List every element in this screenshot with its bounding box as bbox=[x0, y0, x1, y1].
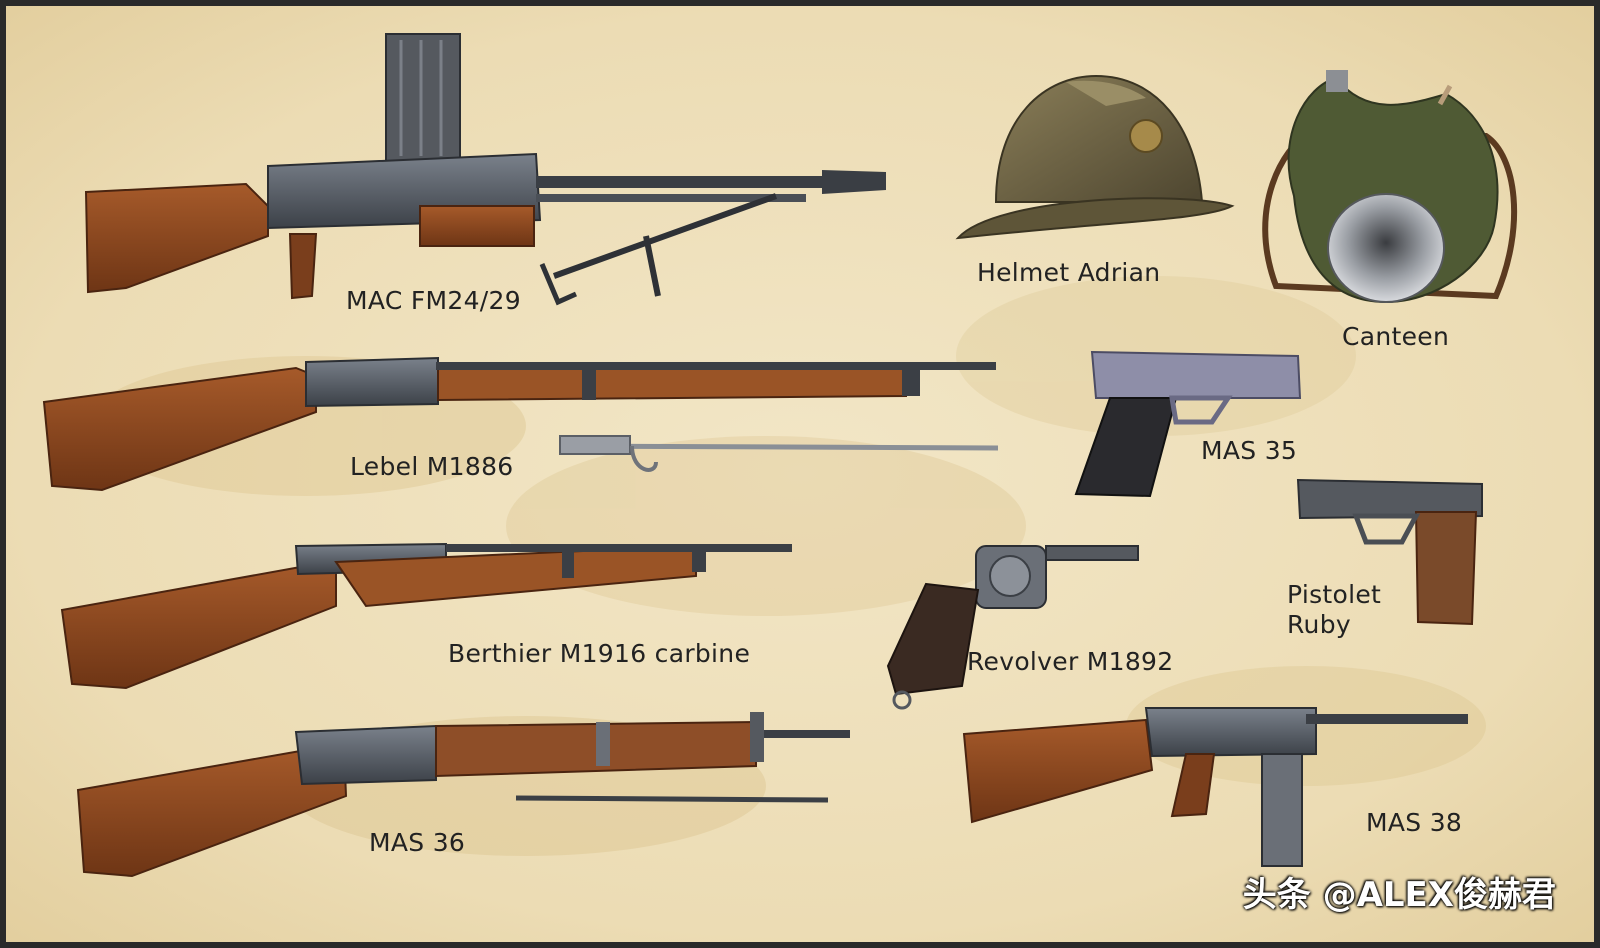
mas-38-illustration bbox=[962, 707, 1468, 867]
helmet-adrian-illustration bbox=[955, 74, 1235, 240]
label-berthier-m1916: Berthier M1916 carbine bbox=[448, 639, 751, 668]
label-mas-35: MAS 35 bbox=[1201, 436, 1298, 465]
label-canteen: Canteen bbox=[1342, 322, 1450, 351]
artwork bbox=[6, 6, 1594, 942]
label-helmet-adrian: Helmet Adrian bbox=[977, 258, 1161, 287]
label-mac-fm24-29: MAC FM24/29 bbox=[346, 286, 521, 315]
mas-36-illustration bbox=[76, 712, 850, 878]
revolver-m1892-illustration bbox=[886, 545, 1139, 710]
mac-fm24-29-illustration bbox=[84, 33, 886, 306]
canteen-illustration bbox=[1262, 70, 1518, 304]
pistolet-ruby-illustration bbox=[1296, 478, 1483, 626]
label-mas-36: MAS 36 bbox=[369, 828, 466, 857]
label-lebel-m1886: Lebel M1886 bbox=[350, 452, 514, 481]
label-mas-38: MAS 38 bbox=[1366, 808, 1463, 837]
label-revolver-m1892: Revolver M1892 bbox=[967, 647, 1174, 676]
illustration-board: MAC FM24/29 Helmet Adrian Canteen Lebel … bbox=[6, 6, 1594, 942]
watermark: 头条 @ALEX俊赫君 bbox=[1242, 875, 1556, 915]
berthier-m1916-illustration bbox=[60, 542, 792, 690]
mas-35-illustration bbox=[1074, 350, 1302, 498]
label-pistolet-ruby: Pistolet Ruby bbox=[1287, 580, 1382, 639]
lebel-m1886-illustration bbox=[42, 356, 999, 492]
